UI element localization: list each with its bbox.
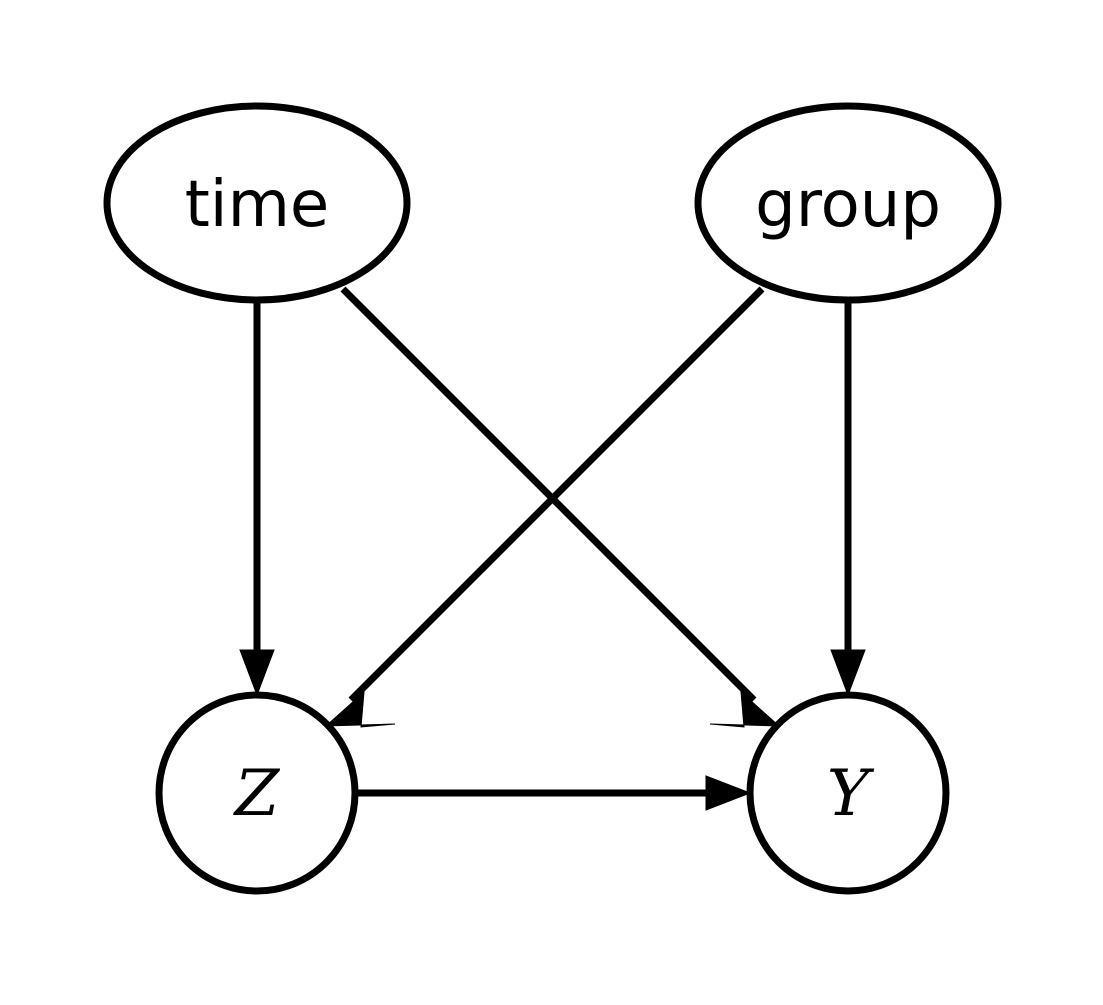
- edge-time-to-Y[interactable]: [340, 286, 781, 728]
- edge-group: [239, 286, 866, 811]
- node-Z[interactable]: Z: [155, 691, 359, 895]
- node-time-label: time: [185, 168, 330, 242]
- edge-group-to-Z-line: [348, 286, 765, 703]
- edge-group-to-Y-arrowhead: [830, 649, 866, 697]
- node-group-var[interactable]: group: [694, 102, 1002, 304]
- edge-time-to-Z[interactable]: [239, 301, 275, 697]
- node-group: time group Z Y: [103, 102, 1002, 895]
- edge-Z-to-Y-arrowhead: [705, 775, 752, 811]
- node-group-label: group: [755, 168, 941, 242]
- edge-time-to-Y-line: [340, 286, 757, 703]
- edge-time-to-Z-arrowhead: [239, 649, 275, 697]
- edge-time-to-Y-arrowhead: [709, 690, 781, 728]
- node-Y-circle: [746, 691, 950, 895]
- node-Z-circle: [155, 691, 359, 895]
- node-Y-label: Y: [827, 757, 875, 831]
- node-time-ellipse: [103, 102, 411, 304]
- edge-group-to-Y[interactable]: [830, 301, 866, 697]
- node-Z-label: Z: [233, 757, 281, 831]
- node-group-ellipse: [694, 102, 1002, 304]
- edge-group-to-Z-arrowhead: [324, 690, 396, 728]
- node-Y[interactable]: Y: [746, 691, 950, 895]
- node-time[interactable]: time: [103, 102, 411, 304]
- edge-Z-to-Y[interactable]: [356, 775, 752, 811]
- edge-group-to-Z[interactable]: [324, 286, 765, 728]
